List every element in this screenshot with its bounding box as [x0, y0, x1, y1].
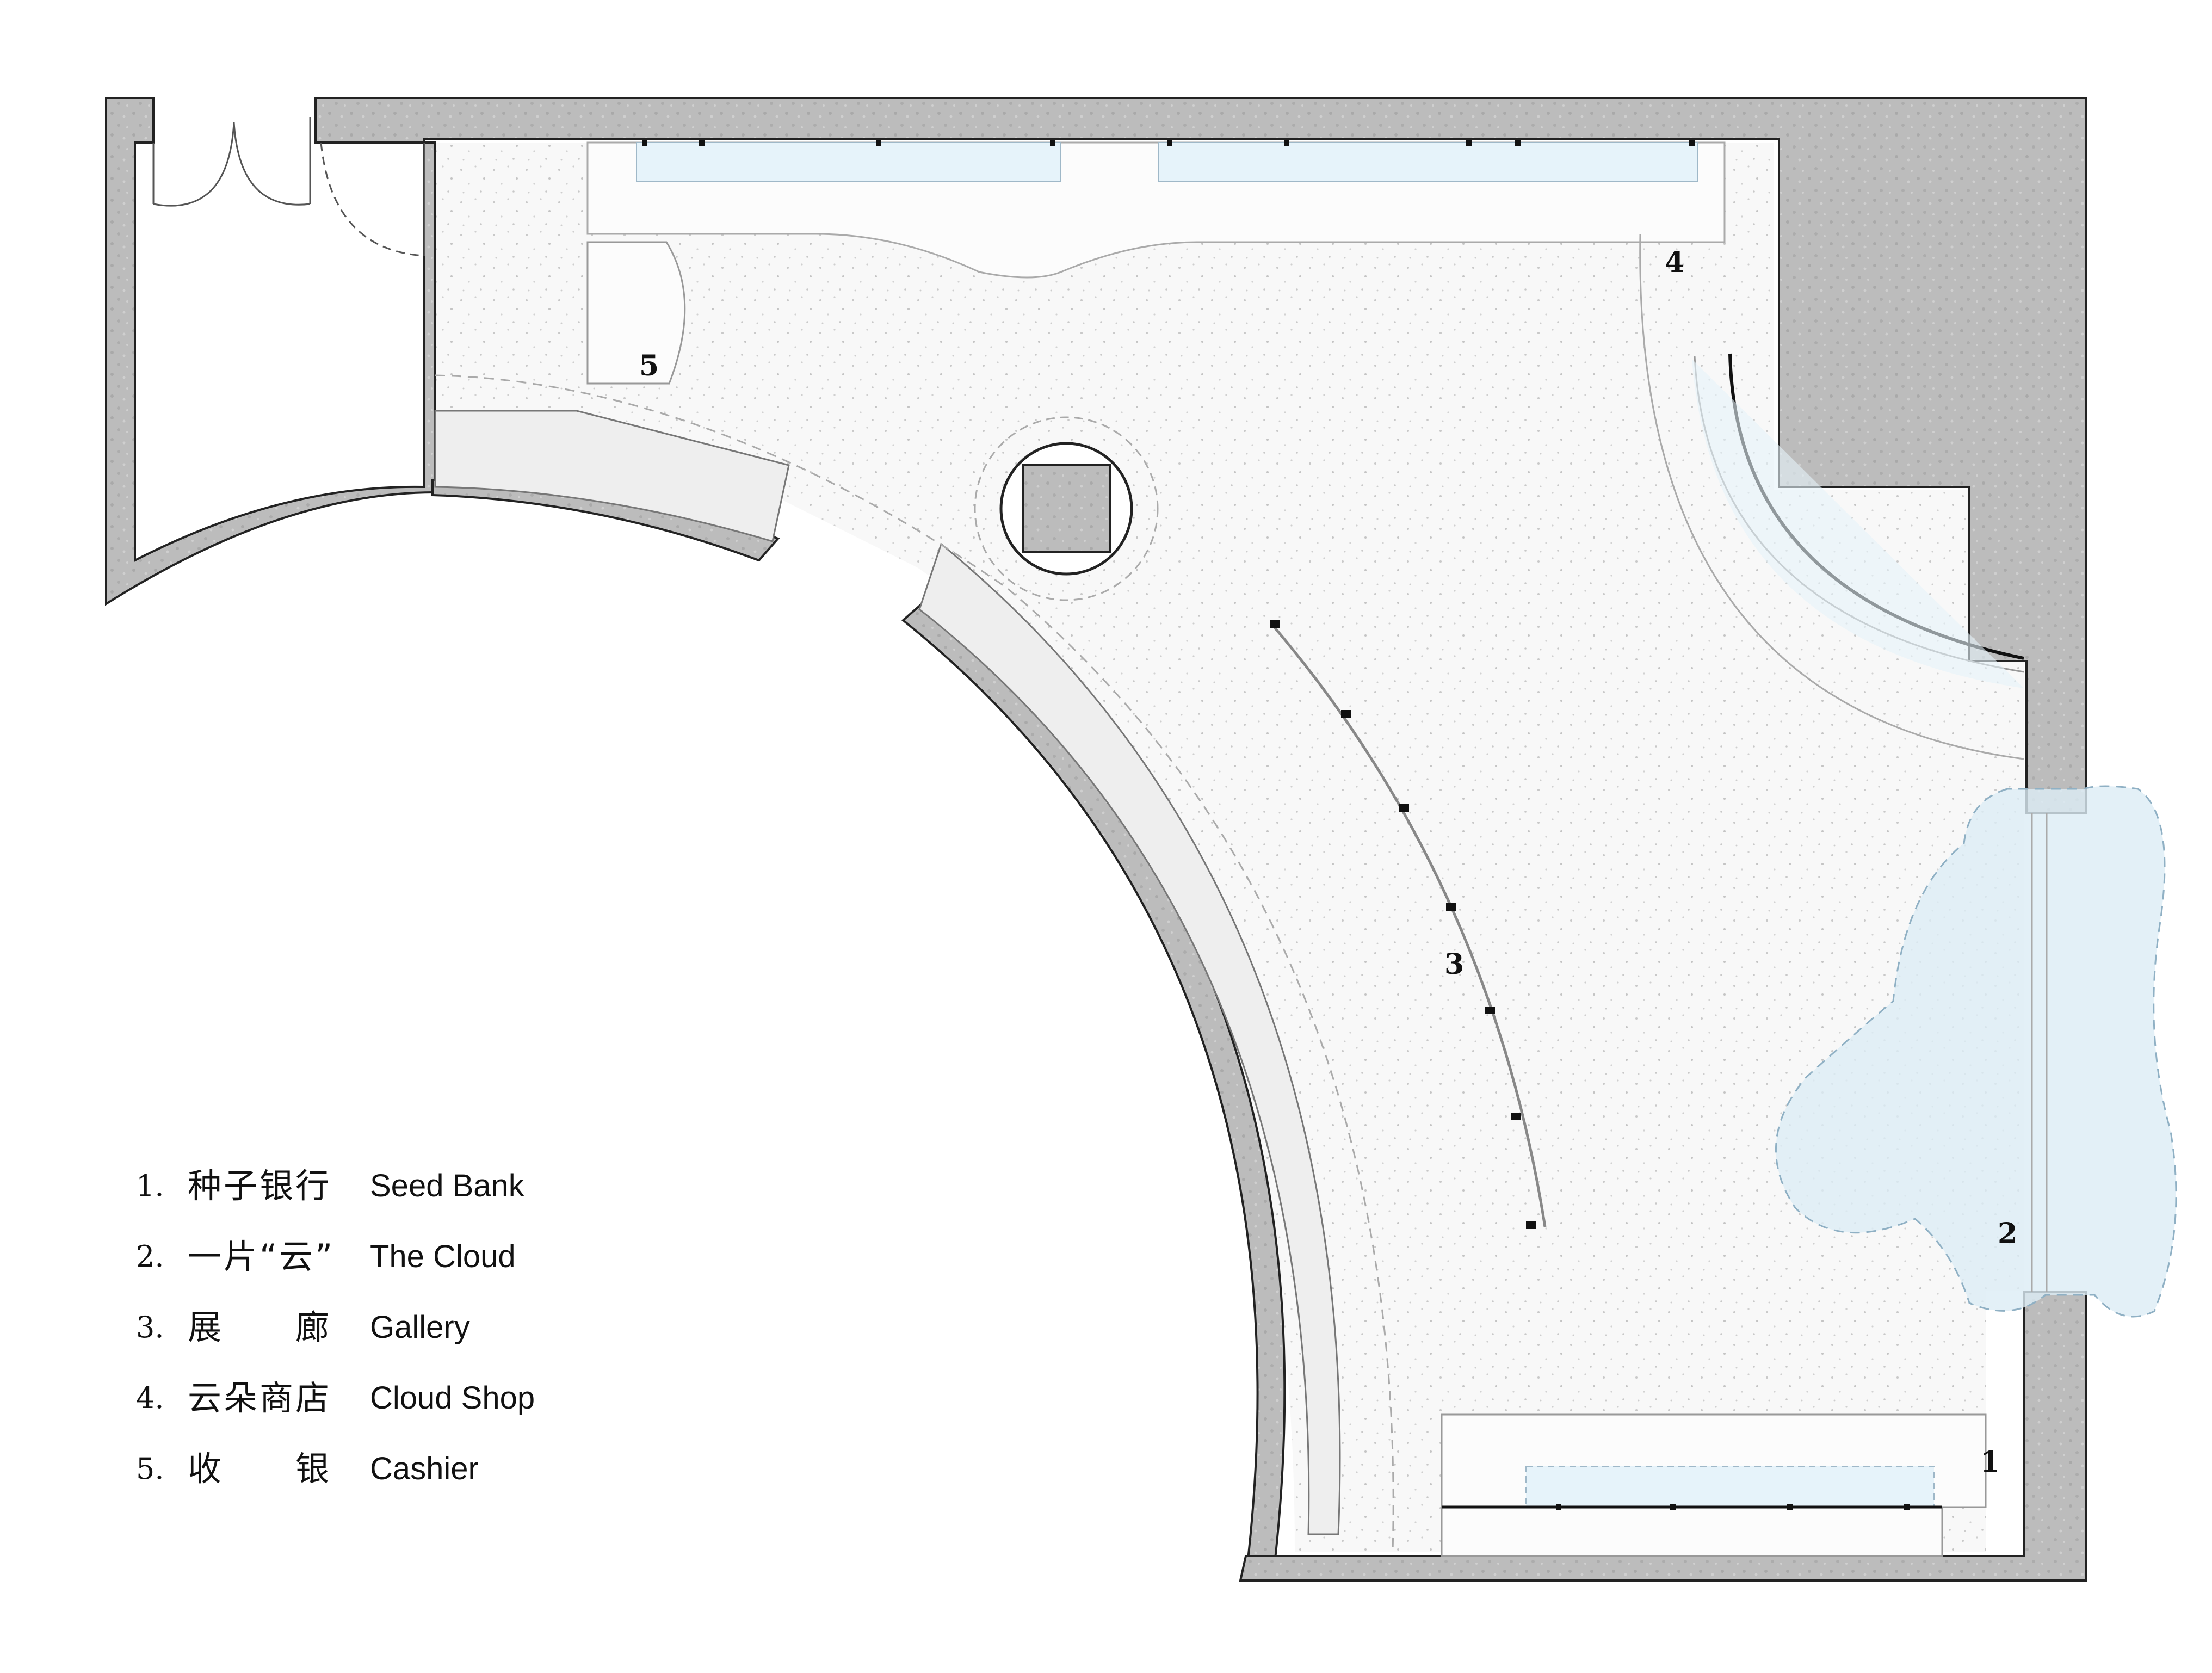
- west-wall: [105, 97, 436, 606]
- legend-item: 1. 种子银行 Seed Bank: [131, 1164, 783, 1235]
- the-cloud: [1775, 785, 2177, 1318]
- legend-item: 2. 一片“云” The Cloud: [131, 1235, 783, 1306]
- legend-number: 1.: [136, 1169, 164, 1203]
- legend-item: 5. 收 银 Cashier: [131, 1447, 783, 1518]
- seed-bank-counter: [1441, 1413, 1987, 1557]
- legend-number: 5.: [136, 1452, 164, 1486]
- marker-2: 2: [1998, 1217, 2017, 1250]
- legend-item: 3. 展 廊 Gallery: [131, 1306, 783, 1376]
- marker-1: 1: [1980, 1446, 2000, 1479]
- legend-chinese-label: 收 银: [188, 1449, 332, 1489]
- legend-number: 3.: [136, 1310, 164, 1344]
- marker-4: 4: [1665, 246, 1684, 279]
- gallery-shelving: [434, 410, 1341, 1535]
- legend-english-label: The Cloud: [370, 1239, 516, 1274]
- legend-chinese-label: 一片“云”: [188, 1237, 335, 1276]
- legend-chinese-label: 云朵商店: [188, 1378, 332, 1418]
- legend-english-label: Gallery: [370, 1310, 470, 1345]
- entry-doors: [152, 117, 425, 257]
- floor-area-main: [424, 143, 2024, 1552]
- marker-5: 5: [639, 349, 659, 382]
- marker-3: 3: [1444, 948, 1464, 981]
- legend-number: 4.: [136, 1381, 164, 1415]
- cloud-window-frame: [2031, 813, 2048, 1292]
- legend-item: 4. 云朵商店 Cloud Shop: [131, 1376, 783, 1447]
- gallery-dashed-path: [435, 374, 1394, 1552]
- legend-number: 2.: [136, 1239, 164, 1274]
- legend: 1. 种子银行 Seed Bank 2. 一片“云” The Cloud 3. …: [131, 1164, 783, 1518]
- legend-english-label: Seed Bank: [370, 1168, 524, 1203]
- legend-english-label: Cashier: [370, 1451, 479, 1486]
- legend-chinese-label: 种子银行: [188, 1166, 332, 1206]
- gallery-display-rail: [1270, 620, 1547, 1229]
- cloud-shop-shelving: [1639, 233, 2024, 760]
- legend-english-label: Cloud Shop: [370, 1380, 535, 1416]
- top-display-counter: [586, 140, 1726, 279]
- legend-chinese-label: 展 廊: [188, 1307, 332, 1347]
- central-column: [974, 416, 1159, 601]
- cashier-desk: [586, 241, 686, 385]
